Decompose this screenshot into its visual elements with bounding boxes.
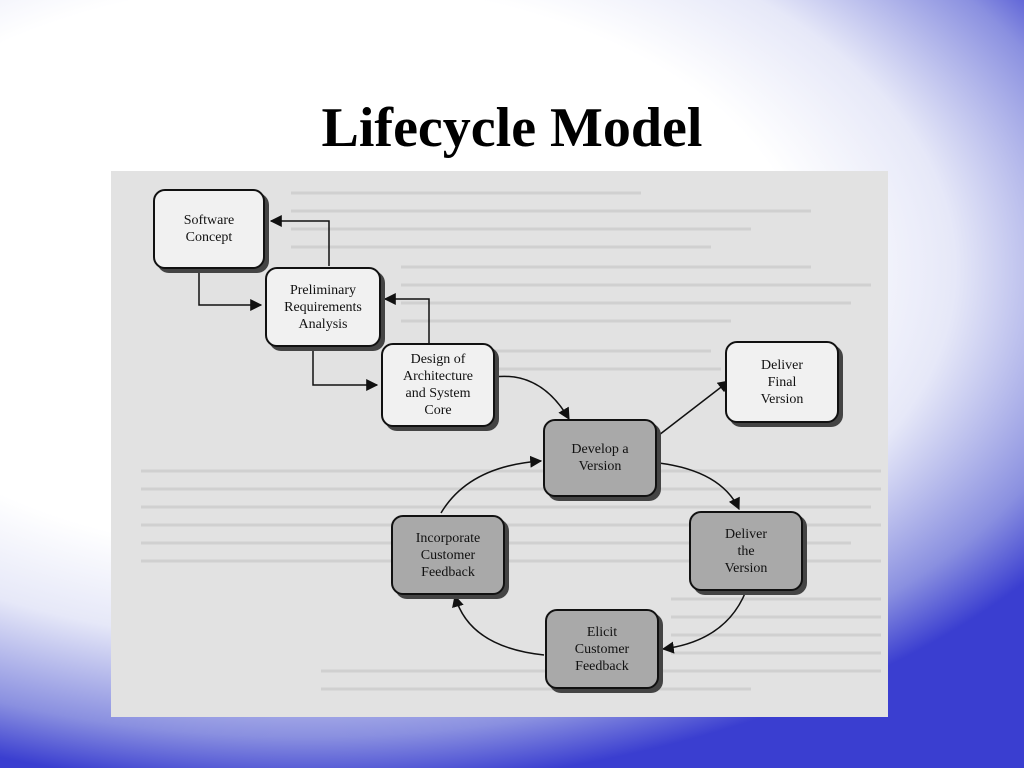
node-software-concept-label: Software Concept: [183, 213, 235, 245]
node-design-architecture-label: Design of Architecture and System Core: [403, 352, 473, 418]
node-preliminary-requirements-label: Preliminary Requirements Analysis: [284, 282, 362, 332]
connector-elicit-to-incorporate: [452, 594, 545, 656]
lifecycle-diagram: Software Concept Preliminary Requirement…: [111, 171, 888, 717]
node-deliver-the-version: Deliver the Version: [689, 511, 803, 591]
node-design-architecture: Design of Architecture and System Core: [381, 343, 495, 427]
connector-design-to-requirements: [383, 293, 430, 343]
node-incorporate-customer-feedback-label: Incorporate Customer Feedback: [415, 530, 481, 580]
connector-requirements-to-concept: [269, 215, 330, 266]
node-elicit-customer-feedback-label: Elicit Customer Feedback: [574, 624, 630, 674]
connector-develop-to-deliver-final: [658, 380, 730, 436]
node-deliver-final-version: Deliver Final Version: [725, 341, 839, 423]
node-deliver-the-version-label: Deliver the Version: [724, 526, 768, 576]
slide-title: Lifecycle Model: [321, 97, 703, 159]
node-preliminary-requirements: Preliminary Requirements Analysis: [265, 267, 381, 347]
connector-concept-to-requirements: [198, 269, 263, 311]
connector-deliver-to-elicit: [661, 590, 747, 654]
connector-develop-to-deliver: [658, 462, 740, 511]
connector-design-to-develop: [493, 375, 570, 421]
node-deliver-final-version-label: Deliver Final Version: [760, 357, 804, 407]
node-software-concept: Software Concept: [153, 189, 265, 269]
node-elicit-customer-feedback: Elicit Customer Feedback: [545, 609, 659, 689]
node-develop-version-label: Develop a Version: [571, 442, 629, 474]
connector-incorporate-to-develop: [440, 455, 543, 514]
connector-requirements-to-design: [312, 347, 379, 391]
node-develop-version: Develop a Version: [543, 419, 657, 497]
node-incorporate-customer-feedback: Incorporate Customer Feedback: [391, 515, 505, 595]
